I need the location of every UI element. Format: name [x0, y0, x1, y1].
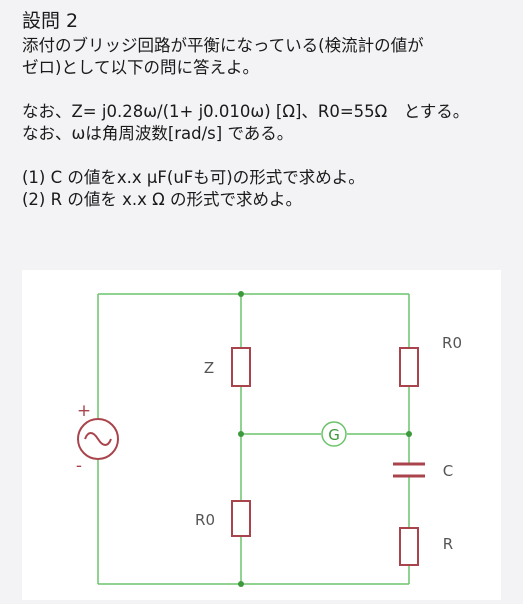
sub-question-2: (2) R の値を x.x Ω の形式で求めよ。 [22, 190, 302, 209]
intro-line-1: 添付のブリッジ回路が平衡になっている(検流計の値が [22, 36, 424, 55]
r0-left-component: R0 [195, 500, 251, 537]
r0-right-label: R0 [442, 334, 462, 352]
question-title: 設問 2 [22, 10, 79, 32]
sub-question-1: (1) C の値をx.x μF(uFも可)の形式で求めよ。 [22, 168, 365, 187]
question-text: 設問 2 添付のブリッジ回路が平衡になっている(検流計の値が ゼロ)として以下の… [22, 8, 512, 211]
node-middle-right [406, 431, 412, 437]
node-top [238, 291, 244, 297]
bridge-circuit-diagram: + - Z R0 R0 C R G [76, 291, 462, 587]
r0-right-component: R0 [399, 334, 462, 387]
minus-label: - [76, 456, 82, 476]
condition-line-2: なお、ωは角周波数[rad/s] である。 [22, 124, 294, 143]
z-impedance-symbol [231, 347, 251, 387]
galvanometer-label: G [328, 426, 340, 444]
r0-left-resistor-symbol [231, 500, 251, 537]
source: + - [76, 401, 119, 476]
node-middle-left [238, 431, 244, 437]
intro-line-2: ゼロ)として以下の問に答えよ。 [22, 58, 259, 77]
condition-line-1: なお、Z= j0.28ω/(1+ j0.010ω) [Ω]、R0=55Ω とする… [22, 102, 470, 121]
c-component: C [393, 462, 453, 480]
galvanometer-icon [321, 421, 347, 447]
node-bottom [238, 581, 244, 587]
r0-left-label: R0 [195, 511, 215, 529]
z-label: Z [204, 359, 214, 377]
r0-right-resistor-symbol [399, 347, 419, 387]
galvanometer: G [321, 421, 347, 447]
junction-nodes [238, 291, 412, 587]
circuit-wires [97, 293, 410, 585]
circuit-figure: + - Z R0 R0 C R G [22, 270, 501, 600]
z-component: Z [204, 347, 251, 387]
r-component: R [399, 527, 453, 566]
r-resistor-symbol [399, 527, 419, 566]
plus-label: + [77, 401, 91, 421]
r-label: R [443, 535, 453, 553]
c-label: C [443, 462, 453, 480]
sine-wave-icon [84, 432, 112, 446]
